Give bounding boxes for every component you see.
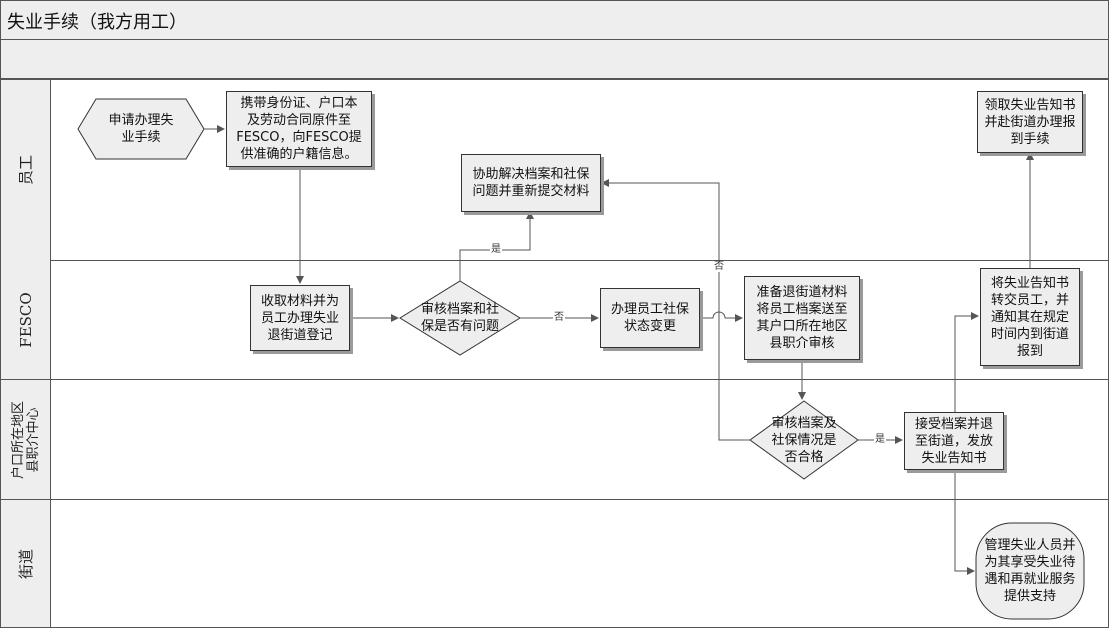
end-terminal-shape <box>975 522 1085 620</box>
edge-accept-to-manage <box>954 470 975 575</box>
edge-label-no: 否 <box>713 261 725 272</box>
lane-employee: 员工 <box>0 79 1109 261</box>
node-collect-materials: 收取材料并为 员工办理失业 退街道登记 <box>250 285 350 351</box>
lane-label-fesco: FESCO <box>1 260 51 379</box>
edge-qualified-to-assist <box>601 179 750 441</box>
lane-label-street: 街道 <box>1 500 51 627</box>
node-apply: 申请办理失 业手续 <box>108 113 174 145</box>
title-bar: 失业手续（我方用工） <box>0 0 1109 40</box>
node-manage-support: 管理失业人员并 为其享受失业待 遇和再就业服务 提供支持 <box>984 538 1076 604</box>
node-check-problem: 审核档案和社 保是否有问题 <box>420 302 499 334</box>
edge-label-yes: 是 <box>874 434 886 445</box>
decision-diamond-problem <box>399 280 521 356</box>
node-change-status: 办理员工社保 状态变更 <box>600 288 700 348</box>
node-check-qualified: 审核档案及 社保情况是 否合格 <box>771 415 837 465</box>
node-receive-notice: 领取失业告知书 并赴街道办理报 到手续 <box>977 91 1083 153</box>
lane-street: 街道 <box>0 500 1109 628</box>
lane-employment-center: 户口所在地区 县职介中心 <box>0 380 1109 500</box>
lane-label-employment-center: 户口所在地区 县职介中心 <box>1 380 51 499</box>
edge-label-no: 否 <box>553 312 565 323</box>
edge-accept-to-forward <box>954 312 979 412</box>
edge-status-to-prepare <box>700 311 743 322</box>
sub-header-bar <box>0 40 1109 79</box>
edge-label-yes: 是 <box>490 244 502 255</box>
node-accept-archive: 接受档案并退 至街道，发放 失业告知书 <box>904 412 1004 470</box>
diagram-title: 失业手续（我方用工） <box>7 12 187 33</box>
node-bring-documents: 携带身份证、户口本 及劳动合同原件至 FESCO，向FESCO提 供准确的户籍信… <box>226 91 372 167</box>
node-forward-notice: 将失业告知书 转交员工，并 通知其在规定 时间内到街道 报到 <box>980 268 1080 366</box>
node-prepare-materials: 准备退街道材料 将员工档案送至 其户口所在地区 县职介审核 <box>744 276 860 360</box>
decision-diamond-qualified <box>749 400 859 480</box>
lane-label-employee: 员工 <box>1 80 51 260</box>
node-assist-resubmit: 协助解决档案和社保 问题并重新提交材料 <box>461 154 601 212</box>
